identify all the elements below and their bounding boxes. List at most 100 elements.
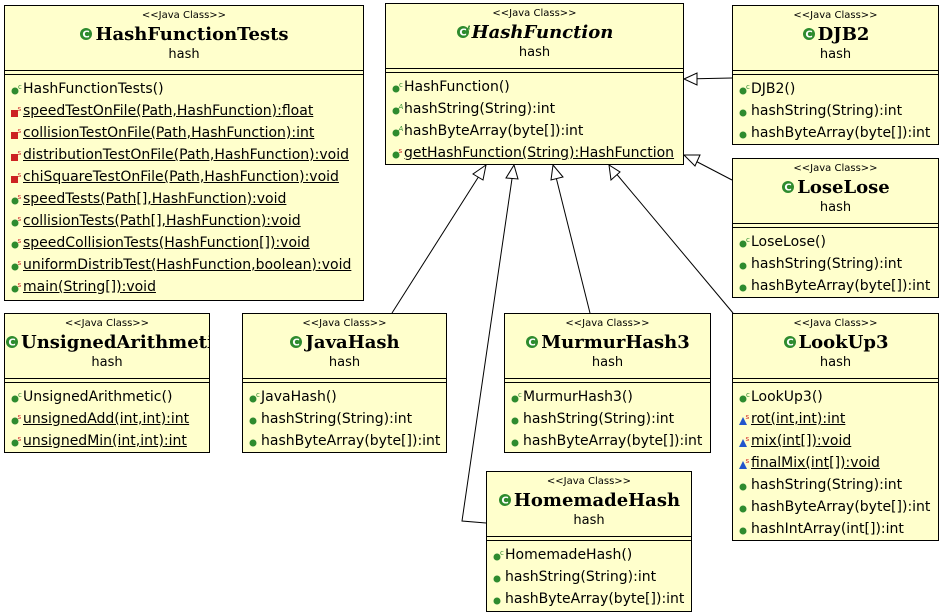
attributes-compartment — [733, 378, 938, 383]
svg-text:C: C — [805, 30, 812, 41]
class-name: CAHashFunction — [386, 22, 683, 44]
svg-text:s: s — [18, 238, 22, 245]
arrowhead-homemade — [505, 163, 519, 180]
svg-text:C: C — [785, 183, 792, 194]
operation[interactable]: hashByteArray(byte[]):int — [733, 496, 938, 518]
class-icon: C — [498, 494, 511, 507]
svg-text:C: C — [501, 496, 508, 507]
svg-text:C: C — [786, 338, 793, 349]
public-static-method-icon: s — [392, 148, 403, 159]
package-name: hash — [573, 513, 605, 528]
operation-signature: hashByteArray(byte[]):int — [505, 591, 685, 607]
public-static-method-icon: s — [11, 194, 22, 205]
operation-signature: speedCollisionTests(HashFunction[]):void — [23, 235, 310, 251]
arrowhead-lookup3 — [608, 164, 621, 181]
operation[interactable]: hashString(String):int — [733, 474, 938, 496]
public-method-icon — [739, 483, 747, 491]
operation-signature: getHashFunction(String):HashFunction — [404, 145, 675, 161]
package-name: hash — [819, 47, 852, 62]
public-method-icon — [493, 575, 501, 583]
constructor-icon: c — [11, 392, 22, 403]
operation[interactable]: hashString(String):int — [487, 566, 691, 588]
public-method-icon — [493, 597, 501, 605]
stereotype-label: <<Java Class>> — [141, 10, 227, 21]
public-static-method-icon: s — [11, 238, 22, 249]
svg-text:s: s — [18, 260, 22, 267]
constructor-icon: c — [249, 392, 260, 403]
operation-signature: hashString(String):int — [505, 569, 657, 585]
operation[interactable]: hashByteArray(byte[]):int — [487, 588, 691, 610]
svg-text:s: s — [746, 436, 750, 443]
operation-signature: hashByteArray(byte[]):int — [404, 123, 584, 139]
operation-signature: finalMix(int[]):void — [751, 455, 880, 471]
operation[interactable]: hashByteArray(byte[]):int — [733, 275, 938, 297]
operation-signature: hashString(String):int — [261, 411, 413, 427]
public-method-icon — [511, 439, 519, 447]
operation[interactable]: hashByteArray(byte[]):int — [505, 430, 710, 452]
stereotype-label: <<Java Class>> — [793, 163, 878, 174]
operation[interactable]: hashString(String):int — [505, 408, 710, 430]
operation[interactable]: hashString(String):int — [243, 408, 446, 430]
operation[interactable]: hashString(String):int — [733, 100, 938, 122]
operation-signature: hashString(String):int — [404, 101, 556, 117]
svg-text:s: s — [18, 436, 22, 443]
attributes-compartment — [733, 223, 938, 228]
operation-signature: speedTestOnFile(Path,HashFunction):float — [23, 103, 314, 119]
svg-text:s: s — [18, 172, 22, 179]
class-box-hashfunction[interactable]: <<Java Class>>CAHashFunctionhashcHashFun… — [385, 3, 684, 165]
operation-signature: collisionTests(Path[],HashFunction):void — [23, 213, 301, 229]
operation-signature: hashByteArray(byte[]):int — [751, 125, 931, 141]
operation[interactable]: hashByteArray(byte[]):int — [733, 122, 938, 144]
attributes-compartment — [5, 378, 209, 383]
edge-murmur-hashfunction — [552, 164, 591, 314]
public-method-icon — [739, 284, 747, 292]
private-static-method-icon: s — [11, 128, 22, 139]
operation[interactable]: hashByteArray(byte[]):int — [243, 430, 446, 452]
operation[interactable]: hashIntArray(int[]):int — [733, 518, 938, 540]
operation[interactable]: hashString(String):int — [733, 253, 938, 275]
